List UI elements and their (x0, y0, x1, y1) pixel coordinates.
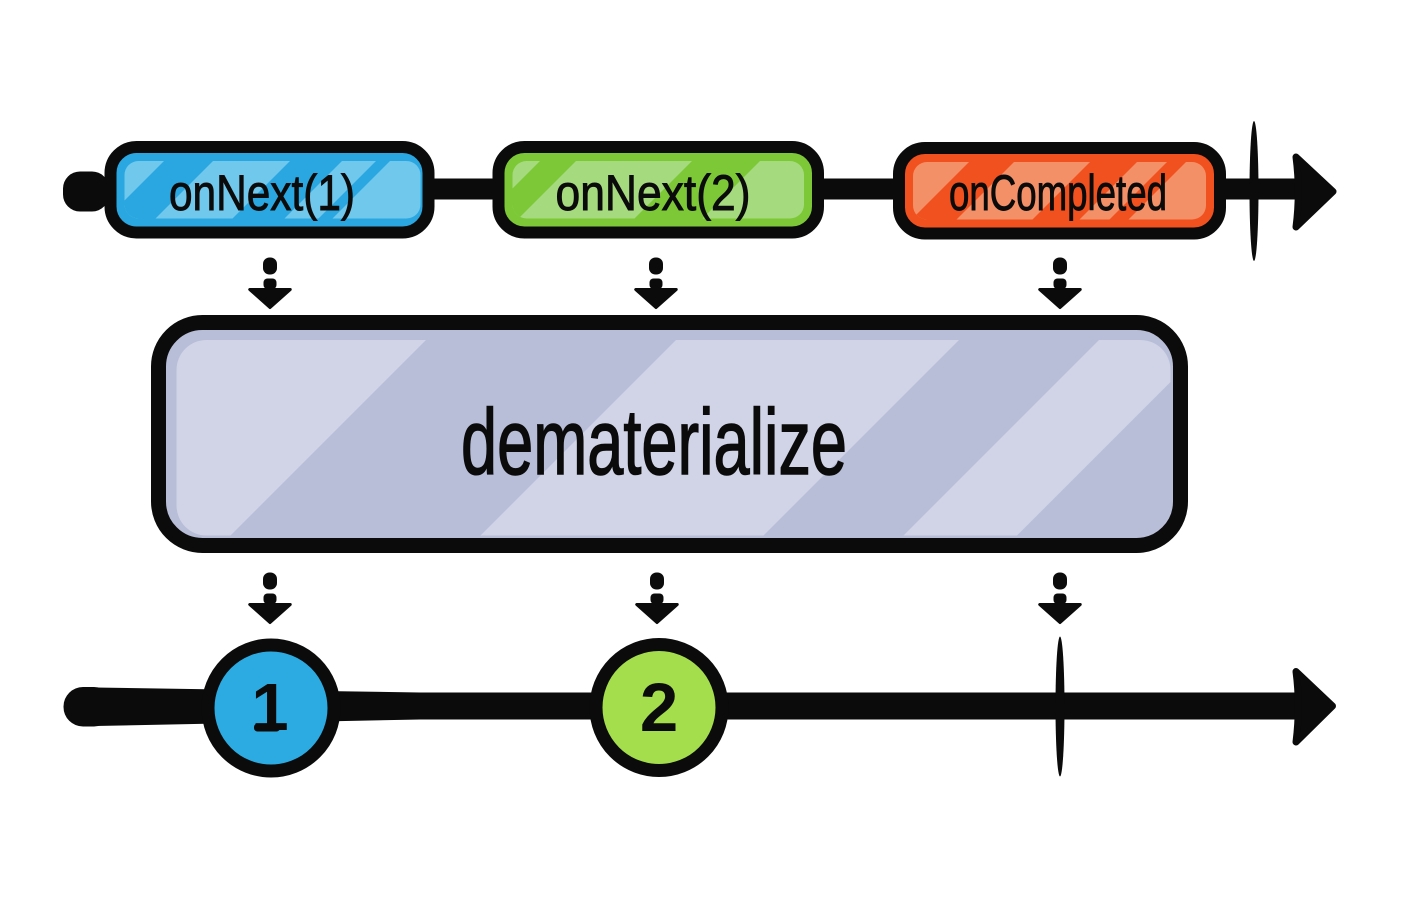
svg-text:dematerialize: dematerialize (461, 390, 847, 494)
svg-text:2: 2 (640, 669, 678, 746)
svg-text:onNext(2): onNext(2) (556, 165, 751, 221)
svg-text:onNext(1): onNext(1) (169, 165, 355, 221)
svg-text:1: 1 (251, 670, 288, 745)
svg-text:onCompleted: onCompleted (949, 165, 1167, 221)
